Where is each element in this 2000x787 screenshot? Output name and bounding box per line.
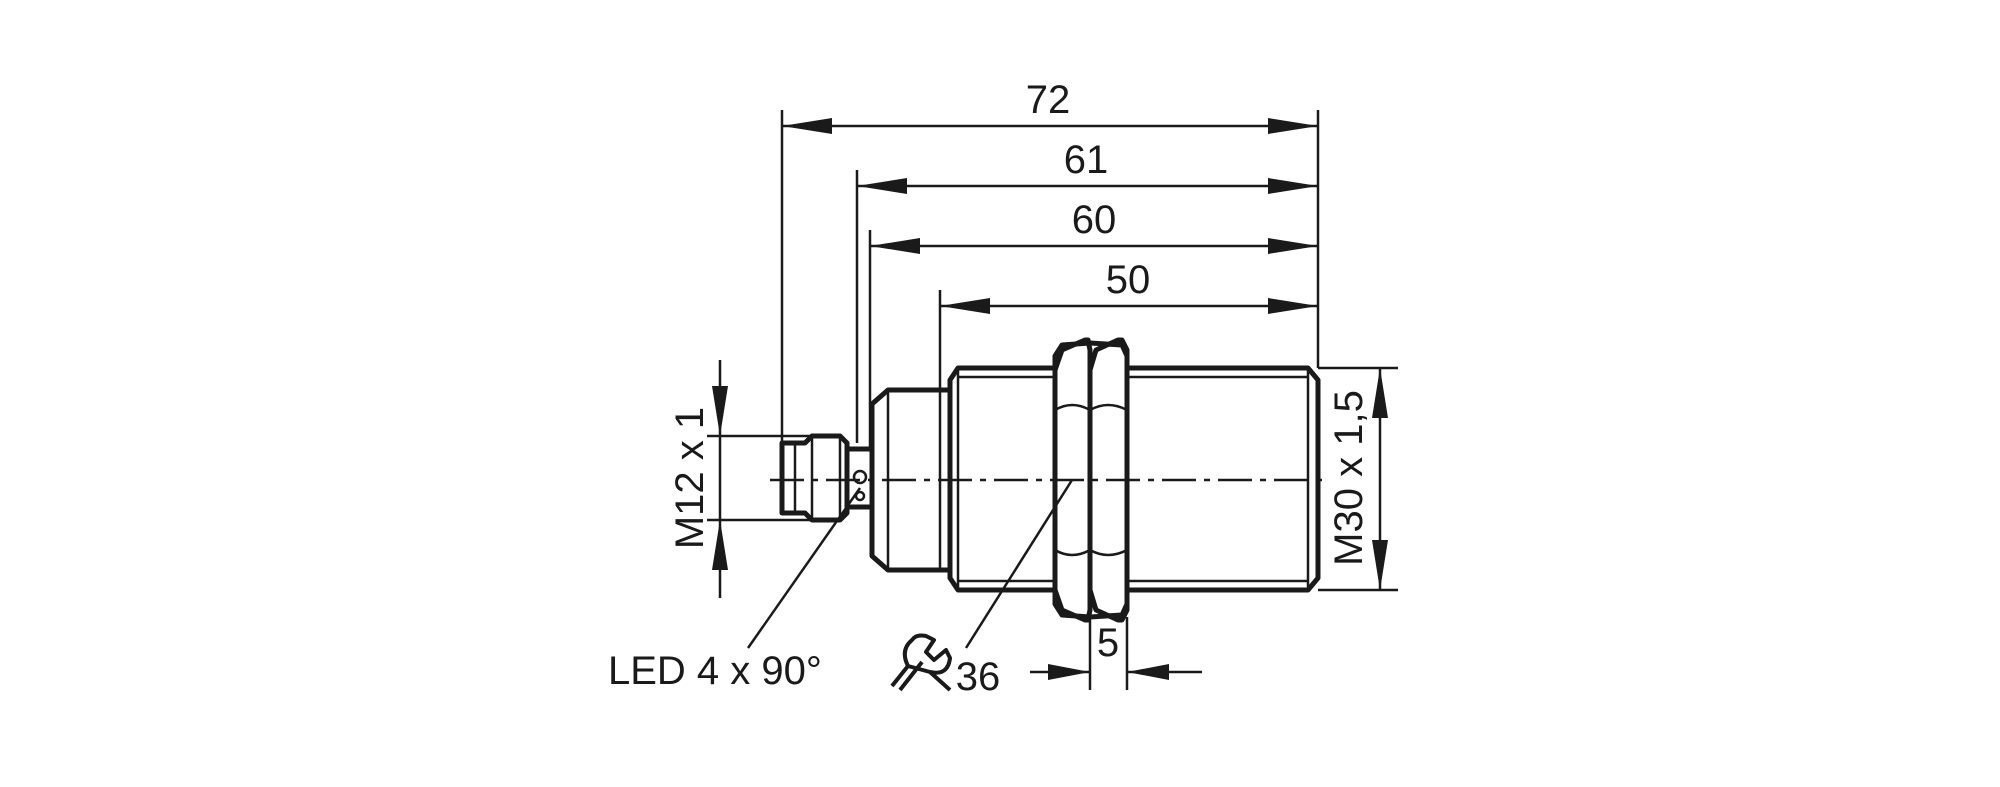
extension-lines bbox=[707, 110, 1398, 690]
dim-label-m30: M30 x 1,5 bbox=[1327, 390, 1371, 566]
led-annotation: LED 4 x 90° bbox=[608, 487, 862, 693]
dimension-61: 61 bbox=[857, 138, 1318, 194]
dim-label-72: 72 bbox=[1026, 78, 1071, 122]
dim-label-61: 61 bbox=[1064, 138, 1109, 182]
sensor-body bbox=[779, 337, 1321, 623]
dimension-50: 50 bbox=[940, 258, 1318, 314]
dimension-m12: M12 x 1 bbox=[668, 360, 728, 598]
dim-label-60: 60 bbox=[1072, 198, 1117, 242]
led-label: LED 4 x 90° bbox=[608, 649, 822, 693]
dimension-m30: M30 x 1,5 bbox=[1327, 368, 1388, 590]
dim-label-nut: 5 bbox=[1097, 621, 1119, 665]
dimension-60: 60 bbox=[870, 198, 1318, 254]
dim-label-m12: M12 x 1 bbox=[668, 407, 712, 549]
wrench-annotation: 36 bbox=[890, 479, 1074, 699]
dimension-72: 72 bbox=[782, 78, 1318, 134]
led-indicator bbox=[852, 469, 868, 485]
wrench-size-label: 36 bbox=[956, 655, 1001, 699]
dim-label-50: 50 bbox=[1106, 258, 1151, 302]
connector-m12 bbox=[779, 433, 850, 523]
led-ring bbox=[844, 446, 875, 510]
dimension-nut-thickness: 5 bbox=[1030, 621, 1202, 680]
wrench-icon bbox=[890, 633, 952, 692]
